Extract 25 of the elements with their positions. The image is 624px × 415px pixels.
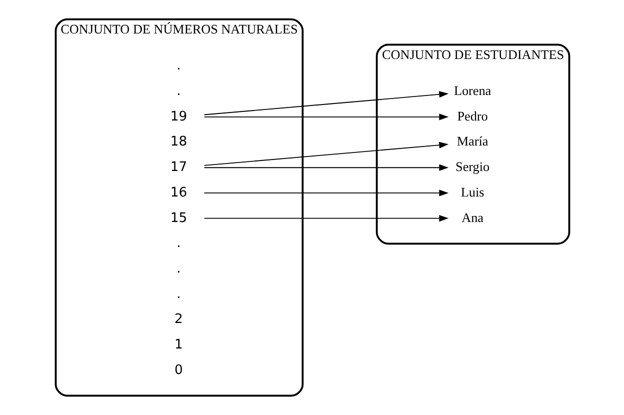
node-text: Luis <box>460 184 484 200</box>
node-text: . <box>176 261 180 276</box>
arrow <box>203 91 448 116</box>
arrow <box>203 114 448 120</box>
node-text: . <box>176 58 180 74</box>
arrow <box>203 215 448 222</box>
node-text: 16 <box>170 185 187 200</box>
arrow <box>203 190 448 196</box>
node-text: Sergio <box>455 159 490 174</box>
node-text: 18 <box>170 134 187 150</box>
node-text: Pedro <box>456 108 488 124</box>
node-text: . <box>176 84 180 100</box>
node-text: 2 <box>174 312 182 328</box>
node-text: 1 <box>174 338 182 352</box>
node-text: Lorena <box>453 83 491 98</box>
node-text: . <box>176 236 180 252</box>
arrow <box>203 142 448 166</box>
node-text: María <box>456 134 488 149</box>
node-text: 15 <box>170 210 187 226</box>
node-text: 19 <box>170 109 187 124</box>
node-text: 0 <box>174 362 182 378</box>
arrow <box>203 164 448 171</box>
node-text: 17 <box>170 160 187 176</box>
node-text: Ana <box>461 210 483 225</box>
node-text: . <box>176 286 180 302</box>
